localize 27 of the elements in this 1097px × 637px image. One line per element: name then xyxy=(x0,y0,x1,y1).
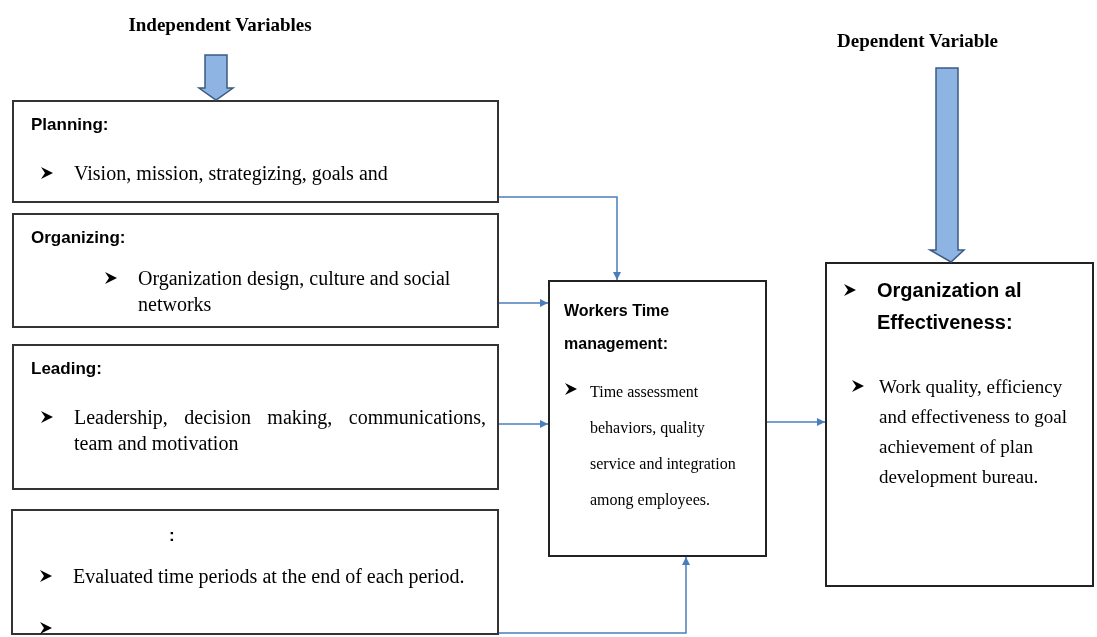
arrow xyxy=(498,420,549,428)
box-heading: Leading: xyxy=(31,358,102,380)
variable-box xyxy=(12,100,499,203)
arrow xyxy=(766,418,826,426)
outcome-box xyxy=(825,262,1094,587)
variable-box xyxy=(12,213,499,328)
section-heading: Dependent Variable xyxy=(810,28,1025,54)
bullet-text: Leadership, decision making, communications, team and motivation xyxy=(74,405,486,456)
arrow xyxy=(498,556,690,634)
section-heading: Independent Variables xyxy=(100,12,340,38)
bullet-text: Work quality, efficiency and effectiveness to goal achievement of plan development bureau. xyxy=(879,375,1068,489)
process-box xyxy=(548,280,767,557)
box-heading: Planning: xyxy=(31,114,109,136)
arrow xyxy=(498,299,549,307)
bullet-text: Time assessment behaviors, quality service and integration among employees. xyxy=(590,382,737,511)
variable-box xyxy=(11,509,499,635)
bullet-text: Evaluated time periods at the end of each period. xyxy=(73,564,465,589)
box-heading: Organization al Effectiveness: xyxy=(877,278,1023,335)
block-arrow xyxy=(927,67,966,263)
box-heading: Workers Time management: xyxy=(564,301,671,354)
box-heading: : xyxy=(169,525,175,547)
variable-box xyxy=(12,344,499,490)
bullet-text: Vision, mission, strategizing, goals and xyxy=(74,161,388,186)
arrow xyxy=(498,196,621,281)
block-arrow xyxy=(196,54,236,101)
box-heading: Organizing: xyxy=(31,227,126,249)
bullet-text: Organization design, culture and social networks xyxy=(138,266,452,317)
